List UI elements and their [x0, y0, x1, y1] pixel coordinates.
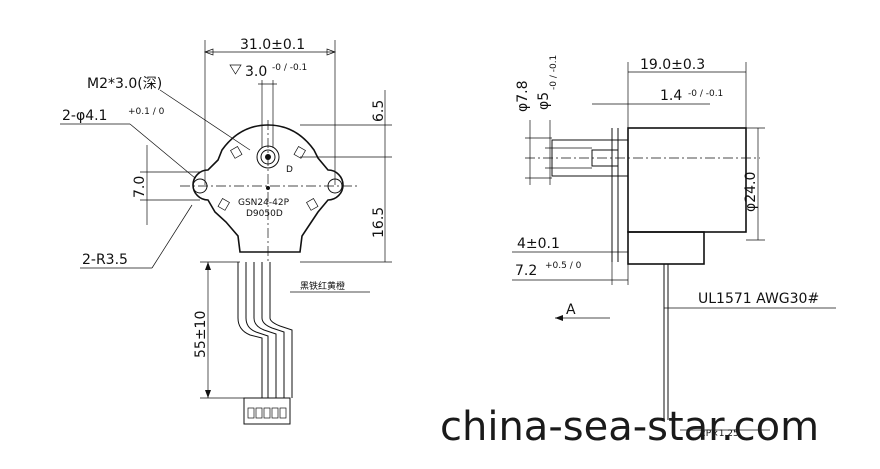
- motor-side-cover: [627, 231, 705, 265]
- label-radius: 2-R3.5: [82, 252, 128, 268]
- dim-flange2-tol: +0.5 / 0: [545, 261, 582, 271]
- dim-shaft-dia: φ7.8: [515, 81, 531, 113]
- model-line1: GSN24-42P: [238, 198, 290, 208]
- cable-note: 黑铁红黄橙: [300, 280, 345, 292]
- motor-side-body: [627, 127, 747, 233]
- dim-length: 19.0±0.3: [640, 57, 705, 73]
- dim-step-tol: -0 / -0.1: [688, 89, 723, 99]
- front-view: 31.0±0.1 3.0 -0 / -0.1 M2*3.0(深) 2-φ4.1 …: [60, 37, 392, 425]
- svg-text:D: D: [286, 165, 293, 175]
- dim-top: 6.5: [371, 100, 387, 122]
- dim-flange: 4±0.1: [517, 236, 560, 252]
- label-bottom: 2P×1.25: [700, 429, 739, 439]
- dim-flange2: 7.2: [515, 263, 537, 279]
- label-holes: 2-φ4.1: [62, 108, 107, 124]
- model-line2: D9050D: [246, 209, 283, 219]
- dim-boss-dia: φ5: [536, 92, 552, 110]
- dim-hole-height: 7.0: [132, 176, 148, 198]
- label-wire: UL1571 AWG30#: [698, 291, 819, 307]
- watermark: china-sea-star.com: [440, 404, 819, 450]
- dim-cable-length: 55±10: [193, 311, 209, 358]
- label-view: A: [566, 302, 576, 318]
- side-view: φ7.8 φ5 -0 / -0.1 19.0±0.3 1.4 -0 / -0.1…: [512, 55, 836, 439]
- connector: [243, 397, 291, 425]
- label-thread: M2*3.0(深): [87, 76, 162, 92]
- dim-step: 1.4: [660, 88, 682, 104]
- label-holes-tol: +0.1 / 0: [128, 107, 165, 117]
- dim-body-dia: φ24.0: [743, 172, 759, 212]
- dim-boss-tol: -0 / -0.1: [549, 55, 559, 90]
- dim-depth: 3.0: [245, 64, 267, 80]
- dim-bottom: 16.5: [371, 207, 387, 238]
- dim-depth-tol: -0 / -0.1: [272, 63, 307, 73]
- dim-width: 31.0±0.1: [240, 37, 305, 53]
